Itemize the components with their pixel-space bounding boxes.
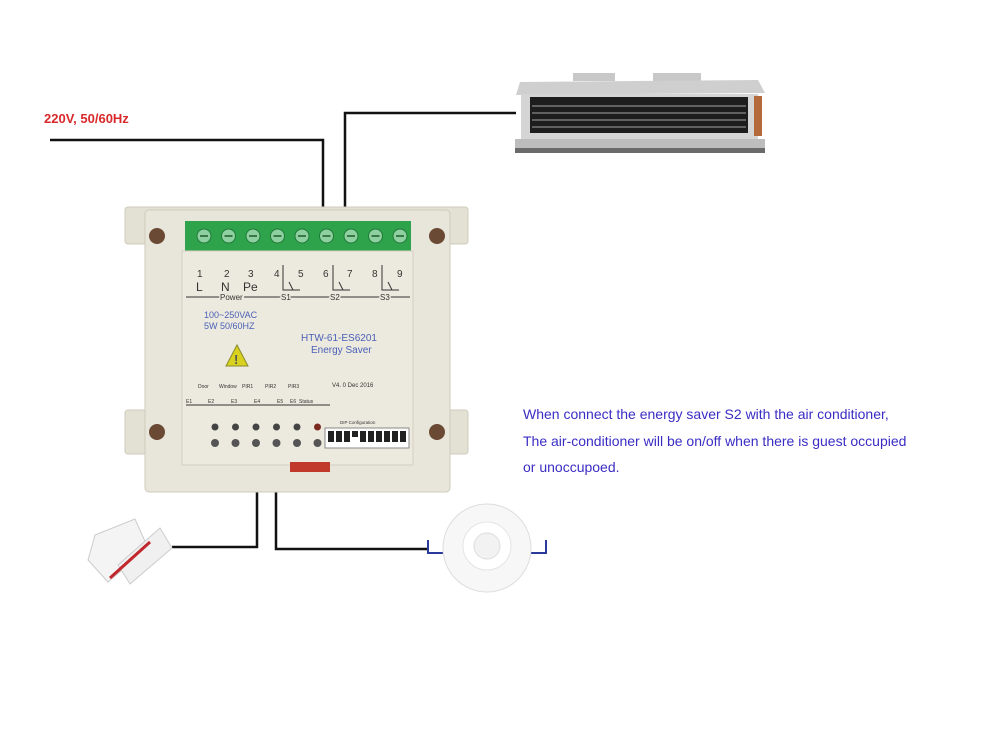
svg-text:E1: E1 bbox=[186, 399, 192, 405]
dip-toggle bbox=[328, 431, 334, 442]
dip-toggle bbox=[392, 431, 398, 442]
status-led bbox=[232, 423, 239, 431]
input-connector bbox=[313, 439, 322, 447]
model-number: HTW-61-ES6201 bbox=[301, 333, 377, 344]
terminal-number: 8 bbox=[372, 269, 378, 280]
dip-toggle bbox=[360, 431, 366, 442]
svg-text:PIR1: PIR1 bbox=[242, 384, 253, 390]
svg-text:E6: E6 bbox=[290, 399, 296, 405]
terminal-number: 7 bbox=[347, 269, 353, 280]
input-connector bbox=[211, 439, 219, 447]
terminal-number: 3 bbox=[248, 269, 254, 280]
dip-toggle bbox=[400, 431, 406, 442]
svg-text:Door: Door bbox=[198, 384, 209, 390]
door-sensor bbox=[87, 518, 173, 585]
status-led bbox=[314, 423, 321, 431]
svg-text:DIP Configuration: DIP Configuration bbox=[340, 420, 376, 425]
svg-text:Status: Status bbox=[299, 399, 314, 405]
dip-toggle bbox=[384, 431, 390, 442]
svg-text:E4: E4 bbox=[254, 399, 260, 405]
warning-icon bbox=[225, 343, 249, 367]
status-led bbox=[293, 423, 301, 431]
power-supply-label: 220V, 50/60Hz bbox=[44, 111, 129, 126]
dip-toggle bbox=[336, 431, 342, 442]
dip-toggle bbox=[376, 431, 382, 442]
svg-text:!: ! bbox=[234, 352, 238, 367]
mounting-hole bbox=[149, 424, 165, 440]
terminal-number: 2 bbox=[224, 269, 230, 280]
mounting-hole bbox=[149, 228, 165, 244]
description-text: When connect the energy saver S2 with th… bbox=[523, 401, 906, 481]
terminal-letter: L bbox=[196, 280, 203, 294]
svg-text:PIR2: PIR2 bbox=[265, 384, 276, 390]
group-label: Power bbox=[220, 293, 243, 302]
dip-toggle bbox=[352, 431, 358, 437]
rating-line: 100~250VAC bbox=[204, 310, 258, 320]
terminal-number: 1 bbox=[197, 269, 203, 280]
energy-saver-device: 1 2 3 4 5 6 7 8 9 L N Pe Power S1 S2 S3 … bbox=[124, 206, 469, 493]
ac-wire bbox=[343, 111, 516, 236]
svg-text:Window: Window bbox=[219, 384, 237, 390]
group-label: S1 bbox=[281, 293, 291, 302]
terminal-number: 4 bbox=[274, 269, 280, 280]
rating-line: 5W 50/60HZ bbox=[204, 321, 255, 331]
version-label: V4. 0 Dec 2016 bbox=[332, 383, 374, 389]
terminal-number: 9 bbox=[397, 269, 403, 280]
mounting-hole bbox=[429, 424, 445, 440]
description-line: The air-conditioner will be on/off when … bbox=[523, 432, 907, 449]
status-led bbox=[252, 423, 260, 431]
svg-text:E5: E5 bbox=[277, 399, 283, 405]
dip-toggle bbox=[368, 431, 374, 442]
group-label: S2 bbox=[330, 293, 340, 302]
input-connector bbox=[231, 439, 240, 447]
description-line: or unoccupoed. bbox=[523, 459, 620, 475]
input-connector bbox=[252, 439, 260, 447]
dip-toggle bbox=[344, 431, 350, 442]
svg-text:E2: E2 bbox=[208, 399, 214, 405]
terminal-number: 6 bbox=[323, 269, 329, 280]
power-input-wire bbox=[50, 138, 325, 236]
input-connector bbox=[293, 439, 301, 447]
description-line: When connect the energy saver S2 with th… bbox=[523, 406, 889, 422]
svg-text:E3: E3 bbox=[231, 399, 237, 405]
product-name: Energy Saver bbox=[311, 345, 372, 356]
status-led bbox=[273, 423, 280, 431]
svg-text:PIR3: PIR3 bbox=[288, 384, 299, 390]
status-led bbox=[211, 423, 219, 431]
terminal-number: 5 bbox=[298, 269, 304, 280]
group-label: S3 bbox=[380, 293, 390, 302]
air-conditioner-unit bbox=[515, 73, 765, 153]
terminal-letter: N bbox=[221, 280, 230, 294]
pir-motion-sensor bbox=[427, 503, 547, 593]
mounting-hole bbox=[429, 228, 445, 244]
input-connector bbox=[272, 439, 281, 447]
terminal-letter: Pe bbox=[243, 280, 258, 294]
